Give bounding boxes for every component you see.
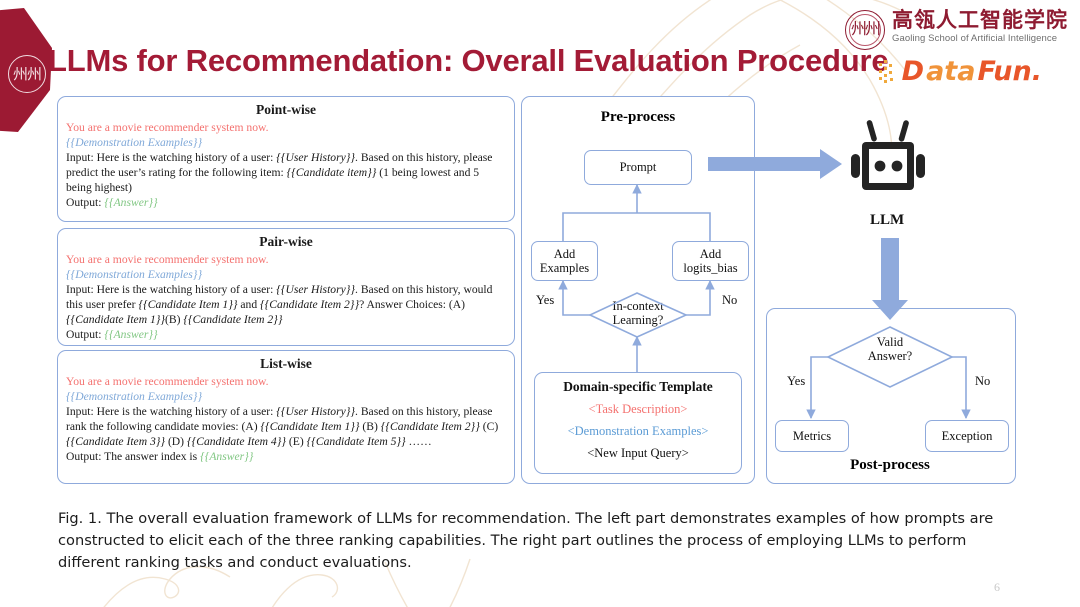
label-no-valid: No (975, 374, 991, 388)
figure-caption: Fig. 1. The overall evaluation framework… (58, 510, 994, 572)
label-no-incontext: No (722, 293, 738, 307)
shield-seal-icon: 州州 (8, 55, 46, 93)
prompt-output-line: Output: {{Answer}} (66, 328, 158, 342)
prompt-output-line: Output: The answer index is {{Answer}} (66, 450, 254, 464)
prompt-title: Pair-wise (259, 234, 313, 249)
university-logo: 州州 高瓴人工智能学院 Gaoling School of Artificial… (845, 10, 1068, 50)
prompt-box-pair-wise: Pair-wise You are a movie recommender sy… (57, 228, 515, 346)
prompt-system-line: You are a movie recommender system now. (66, 253, 269, 266)
prompt-box-list-wise: List-wise You are a movie recommender sy… (57, 350, 515, 484)
prompt-title: Point-wise (256, 102, 316, 117)
node-metrics[interactable]: Metrics (775, 420, 849, 452)
prompt-demo-line: {{Demonstration Examples}} (66, 136, 203, 150)
prompt-input-line: Input: Here is the watching history of a… (66, 151, 493, 195)
page-number: 6 (994, 580, 1000, 594)
prompt-title: List-wise (260, 356, 312, 371)
page-title: LLMs for Recommendation: Overall Evaluat… (48, 43, 889, 78)
datafun-ata: ata (926, 56, 976, 87)
node-exception[interactable]: Exception (925, 420, 1009, 452)
label-yes-incontext: Yes (536, 293, 555, 307)
datafun-d: D (901, 56, 925, 87)
university-name-cn: 高瓴人工智能学院 (892, 9, 1068, 32)
prompt-output-line: Output: {{Answer}} (66, 196, 158, 210)
llm-label: LLM (870, 212, 905, 228)
decision-in-context-learning[interactable]: In-context Learning? (612, 299, 664, 328)
template-heading: Domain-specific Template (563, 379, 713, 394)
robot-icon (851, 120, 925, 190)
preprocess-title: Pre-process (600, 109, 676, 125)
prompt-input-line: Input: Here is the watching history of a… (66, 283, 493, 327)
university-seal-icon: 州州 (845, 10, 885, 50)
postprocess-title: Post-process (850, 457, 930, 473)
prompt-demo-line: {{Demonstration Examples}} (66, 268, 203, 282)
prompt-system-line: You are a movie recommender system now. (66, 121, 269, 134)
label-yes-valid: Yes (787, 374, 806, 388)
template-new-input-query: <New Input Query> (587, 446, 689, 460)
node-add-examples[interactable]: Add Examples (531, 241, 598, 281)
university-name-en: Gaoling School of Artificial Intelligenc… (892, 33, 1058, 44)
prompt-box-point-wise: Point-wise You are a movie recommender s… (57, 96, 515, 222)
prompt-demo-line: {{Demonstration Examples}} (66, 390, 203, 404)
node-add-logits-bias[interactable]: Add logits_bias (672, 241, 749, 281)
prompt-system-line: You are a movie recommender system now. (66, 375, 269, 388)
datafun-logo: D ata Fun. (878, 58, 1042, 85)
datafun-dots-icon (878, 59, 893, 83)
template-task-description: <Task Description> (588, 402, 688, 416)
node-prompt[interactable]: Prompt (584, 150, 692, 185)
template-demonstration-examples: <Demonstration Examples> (567, 424, 709, 438)
datafun-fun: Fun. (977, 56, 1042, 87)
domain-specific-template: Domain-specific Template <Task Descripti… (534, 372, 742, 474)
prompt-input-line: Input: Here is the watching history of a… (66, 405, 499, 449)
decision-valid-answer[interactable]: Valid Answer? (867, 335, 913, 364)
